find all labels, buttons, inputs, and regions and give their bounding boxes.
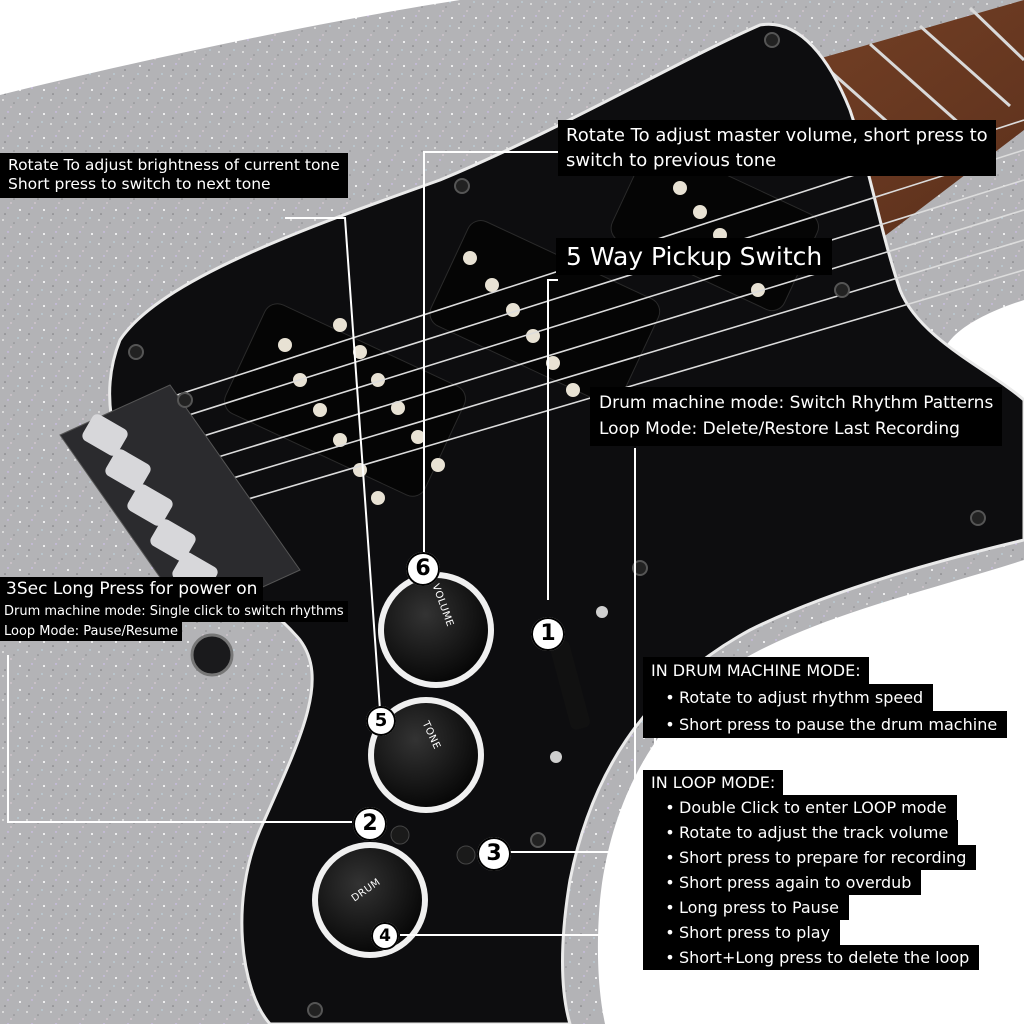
badge-3: 3: [477, 837, 511, 871]
bridge: [59, 384, 301, 621]
callout-brightness-line-1: Rotate To adjust brightness of current t…: [8, 156, 340, 174]
led-indicator: [390, 825, 410, 845]
callout-loop-mode-item: Long press to Pause: [643, 895, 849, 920]
volume-knob: [378, 572, 494, 688]
badge-5: 5: [366, 706, 396, 736]
callout-loop-mode-item: Short+Long press to delete the loop: [643, 945, 980, 970]
callout-master-volume-line-1: Rotate To adjust master volume, short pr…: [566, 125, 988, 146]
callout-pickup-switch: 5 Way Pickup Switch: [556, 238, 833, 276]
callout-drum-mode-item: Rotate to adjust rhythm speed: [643, 684, 934, 711]
badge-4: 4: [371, 922, 399, 950]
callout-drum-mode-heading: IN DRUM MACHINE MODE:: [643, 657, 869, 684]
callout-loop-mode-heading: IN LOOP MODE:: [643, 770, 784, 795]
callout-drum-pattern-line-1: Drum machine mode: Switch Rhythm Pattern…: [599, 393, 994, 413]
callout-power-title: 3Sec Long Press for power on: [0, 577, 264, 601]
led-indicator: [456, 845, 476, 865]
callout-drum-mode-item: Short press to pause the drum machine: [643, 711, 1008, 738]
callout-power: 3Sec Long Press for power on Drum machin…: [0, 577, 348, 641]
callout-pickup-switch-text: 5 Way Pickup Switch: [566, 242, 823, 271]
callout-master-volume: Rotate To adjust master volume, short pr…: [558, 120, 996, 177]
badge-1: 1: [531, 617, 565, 651]
pickup-selector-switch: [550, 606, 608, 763]
callout-drum-pattern: Drum machine mode: Switch Rhythm Pattern…: [590, 387, 1003, 446]
callout-loop-mode: IN LOOP MODE: Double Click to enter LOOP…: [643, 770, 980, 970]
callout-brightness: Rotate To adjust brightness of current t…: [0, 153, 348, 198]
callout-power-line-2: Loop Mode: Pause/Resume: [0, 622, 182, 641]
tone-knob: [368, 697, 484, 813]
callout-power-line-1: Drum machine mode: Single click to switc…: [0, 601, 348, 622]
badge-6: 6: [406, 552, 440, 586]
callout-drum-pattern-line-2: Loop Mode: Delete/Restore Last Recording: [599, 419, 960, 440]
callout-loop-mode-item: Short press again to overdub: [643, 870, 922, 895]
callout-drum-mode: IN DRUM MACHINE MODE: Rotate to adjust r…: [643, 657, 1008, 738]
callout-loop-mode-item: Double Click to enter LOOP mode: [643, 795, 957, 820]
badge-2: 2: [353, 807, 387, 841]
callout-loop-mode-item: Short press to prepare for recording: [643, 845, 977, 870]
callout-master-volume-line-2: switch to previous tone: [566, 150, 777, 172]
output-jack: [190, 633, 234, 677]
drum-knob: [312, 842, 428, 958]
callout-brightness-line-2: Short press to switch to next tone: [8, 175, 271, 194]
callout-loop-mode-item: Rotate to adjust the track volume: [643, 820, 959, 845]
callout-loop-mode-item: Short press to play: [643, 920, 841, 945]
